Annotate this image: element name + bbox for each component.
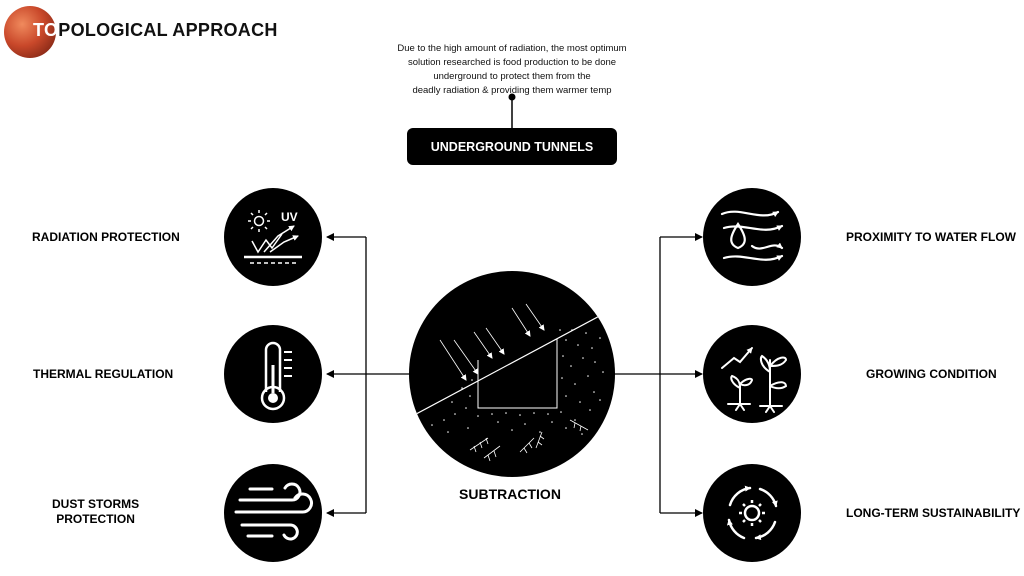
- label-growing-condition: GROWING CONDITION: [866, 367, 997, 381]
- label-line: DUST STORMS: [52, 497, 140, 511]
- description-line: underground to protect them from the: [433, 71, 591, 82]
- right-connectors: [614, 233, 703, 517]
- underground-tunnels-box: UNDERGROUND TUNNELS: [407, 128, 617, 165]
- label-line: PROTECTION: [56, 512, 135, 526]
- uv-icon-text: UV: [281, 210, 298, 224]
- label-proximity-water-flow: PROXIMITY TO WATER FLOW: [846, 230, 1016, 244]
- label-thermal-regulation: THERMAL REGULATION: [33, 367, 174, 381]
- wind-icon: [224, 464, 322, 562]
- description-line: solution researched is food production t…: [407, 57, 617, 68]
- title-first-letters: TO: [33, 20, 59, 40]
- mars-planet-icon: [4, 6, 56, 58]
- description-line: deadly radiation & providing them warmer…: [412, 85, 612, 96]
- label-dust-storms-protection: DUST STORMS PROTECTION: [52, 497, 139, 527]
- water-flow-icon: [703, 188, 801, 286]
- description-text: Due to the high amount of radiation, the…: [372, 42, 652, 98]
- plant-growth-icon: [703, 325, 801, 423]
- subtraction-illustration: [409, 271, 615, 477]
- label-subtraction: SUBTRACTION: [459, 486, 561, 502]
- description-connector: [508, 93, 516, 128]
- thermometer-icon: [224, 325, 322, 423]
- label-radiation-protection: RADIATION PROTECTION: [32, 230, 180, 244]
- sustainability-cycle-icon: [703, 464, 801, 562]
- description-line: Due to the high amount of radiation, the…: [397, 43, 627, 54]
- left-connectors: [326, 233, 410, 517]
- label-long-term-sustainability: LONG-TERM SUSTAINABILITY: [846, 506, 1021, 520]
- title-rest: POLOGICAL APPROACH: [58, 20, 278, 40]
- page-title: TOPOLOGICAL APPROACH: [33, 20, 278, 41]
- uv-radiation-icon: UV: [224, 188, 322, 286]
